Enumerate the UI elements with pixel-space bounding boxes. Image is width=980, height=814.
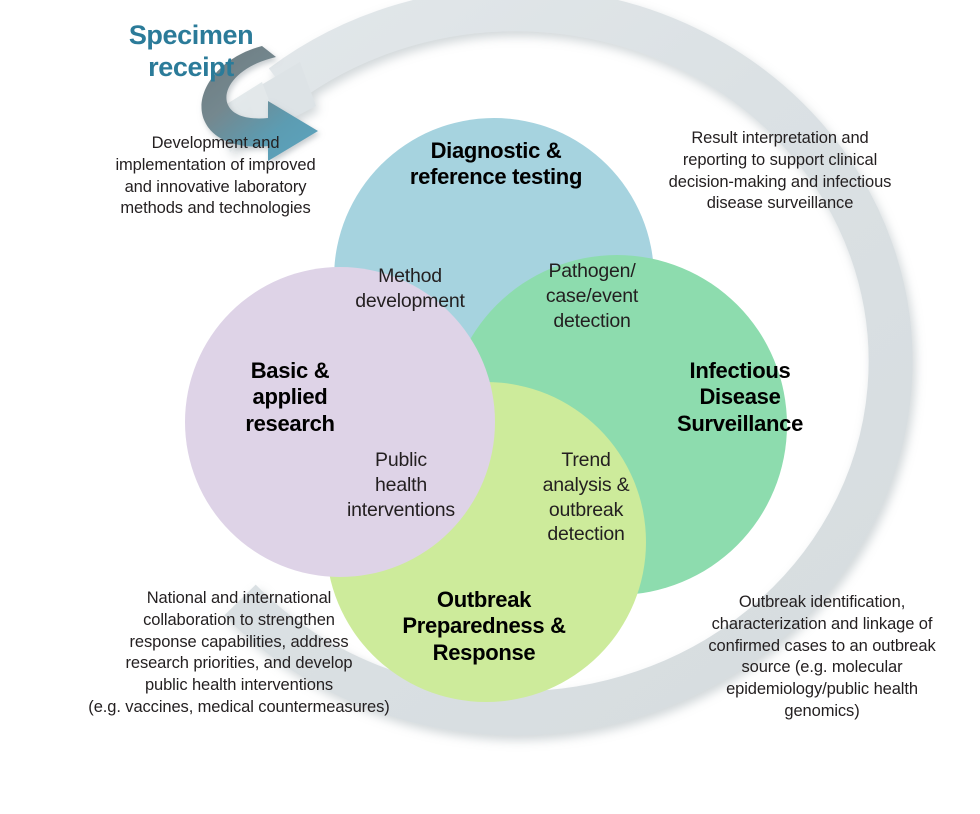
intersection-label-pathogen-detection: Pathogen/ case/event detection — [545, 260, 639, 332]
circle-label-diagnostic: Diagnostic & reference testing — [409, 138, 583, 190]
intersection-label-public-health-interventions: Public health interventions — [347, 449, 455, 521]
circle-label-outbreak: Outbreak Preparedness & Response — [402, 587, 566, 665]
caption-top-left: Development and implementation of improv… — [115, 134, 316, 218]
caption-top-right: Result interpretation and reporting to s… — [668, 129, 892, 213]
venn-circle-research[interactable] — [185, 267, 495, 577]
specimen-receipt-label: Specimen receipt — [128, 20, 254, 82]
circle-label-surveillance: Infectious Disease Surveillance — [676, 358, 804, 436]
curved-arrow-icon — [201, 46, 318, 161]
intersection-label-trend-analysis: Trend analysis & outbreak detection — [542, 449, 630, 546]
caption-bottom-right: Outbreak identification, characterizatio… — [708, 593, 936, 720]
caption-bottom-left: National and international collaboration… — [88, 589, 390, 716]
circle-label-research: Basic & applied research — [245, 358, 335, 436]
intersection-label-method-development: Method development — [355, 265, 465, 312]
